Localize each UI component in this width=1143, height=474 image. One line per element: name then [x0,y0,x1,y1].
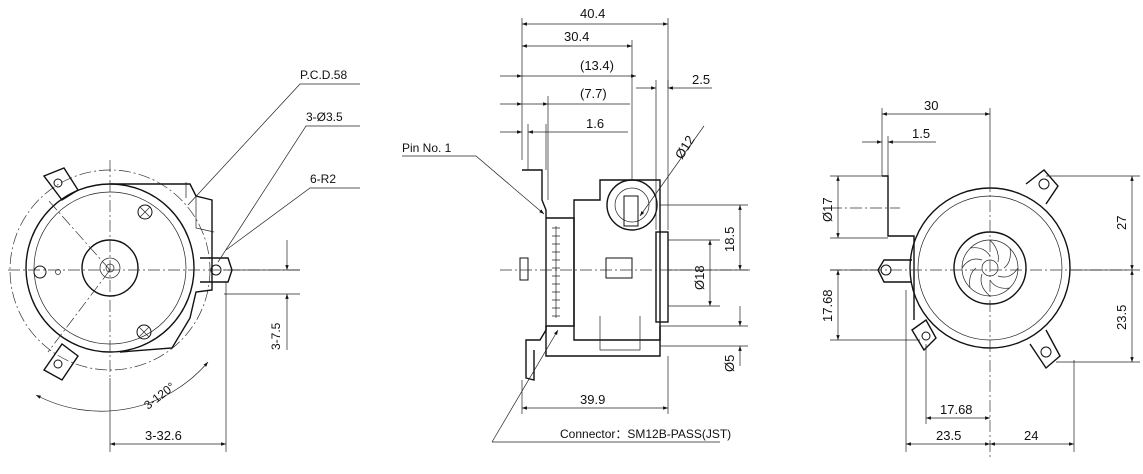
side-tab [605,257,633,279]
d18-label: Ø18 [692,265,707,290]
d25-ext [655,80,669,230]
d1768v-label: 17.68 [820,289,835,322]
d40-ext [521,18,669,230]
d1768h-label: 17.68 [940,402,973,417]
d30-ext-rear [881,108,991,180]
pin-label: Pin No. 1 [402,141,452,155]
offset-label: 3-7.5 [269,322,283,350]
d17-ext [830,175,888,239]
angle-arc [35,361,209,412]
rear-bottom-ext [905,290,1075,452]
d30-label: 30.4 [564,29,589,44]
d12-label: Ø12 [672,133,698,162]
d17-label: Ø17 [820,197,835,222]
outlet-inner [614,187,650,223]
d5-label: Ø5 [722,355,737,372]
radius-label: 6-R2 [310,172,336,186]
d15-label: 1.5 [912,126,930,141]
side-stub [519,257,529,281]
bracket-edge [185,182,215,233]
rear-outlet-duct [882,175,915,320]
motor-bracket [110,183,213,353]
front-view [8,83,360,452]
pin-leader [402,155,545,215]
span-ext [109,282,227,452]
screw-bottom-cross [138,326,150,338]
connector-pins [552,227,560,317]
d13-label: (13.4) [580,58,614,73]
side-view [402,18,750,443]
radius-leader [225,187,360,251]
holes-leader [217,125,360,263]
rear-hole-top [1038,178,1050,190]
d235v-label: 23.5 [1114,305,1129,330]
side-shaft-boss [655,231,669,323]
d235h-label: 23.5 [936,428,961,443]
mount-hole-bottom [53,359,63,369]
outlet-clip [623,195,639,227]
impeller-blades [961,239,1019,297]
mount-ear-top [42,167,79,201]
outlet-circle [606,179,658,231]
d39-label: 39.9 [580,392,605,407]
d40-label: 40.4 [580,6,605,21]
angle-label: 3-120° [141,379,178,412]
connector-leader [491,329,559,443]
shaft-outer [99,257,121,279]
d1768v-ext [830,269,920,341]
offset-ext [224,269,300,295]
rear-ear-bottom-left [911,318,937,352]
d18_5-ext [660,204,748,271]
screw-top-cross [139,206,151,218]
rear-view [830,108,1140,460]
side-flange [522,169,547,381]
connector-label: Connector：SM12B-PASS(JST) [560,427,731,441]
mount-hole-top [53,178,63,188]
pin-left [55,269,61,275]
d25-label: 2.5 [692,72,710,87]
side-body [573,179,661,341]
rear-hole-bottom [1040,346,1052,358]
pcd-leader [187,83,360,206]
d16-label: 1.6 [586,116,604,131]
d24-label: 24 [1024,428,1038,443]
rear-ear-left [877,259,912,283]
screw-bottom [136,324,152,340]
rear-ear-top [1025,169,1059,205]
d30-label-rear: 30 [924,98,938,113]
rear-ear-bottom [1029,329,1061,370]
d7-label: (7.7) [580,86,607,101]
rear-hole-bottom-left [921,331,931,341]
connector-housing [546,217,575,327]
pcd-label: P.C.D.58 [300,68,347,82]
screw-left [33,265,47,279]
screw-top [137,204,153,220]
d16-ext [527,124,547,170]
pitch-radials [47,199,111,353]
rear-right-ext [1046,175,1140,363]
d12-leader [639,125,705,217]
d5-ext [660,325,748,347]
side-base [545,326,661,357]
side-foot [599,316,641,351]
d18_5-label: 18.5 [722,227,737,252]
d27-label: 27 [1114,216,1129,230]
span-label: 3-32.6 [145,428,182,443]
holes-label: 3-Ø3.5 [306,110,343,124]
